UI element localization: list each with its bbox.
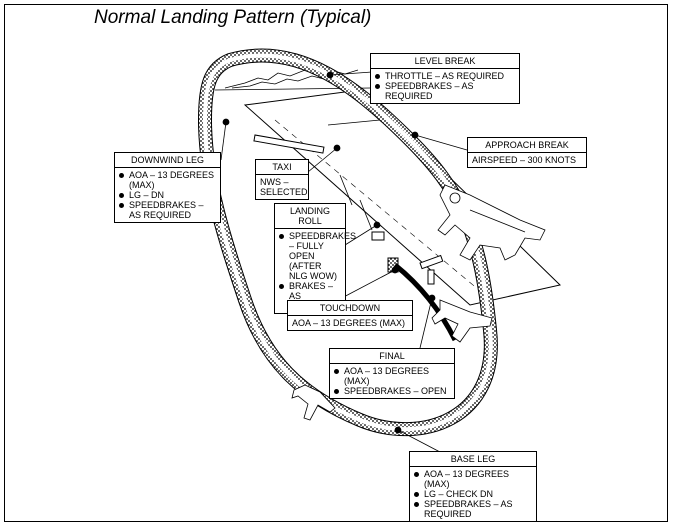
callout-item: LG – DN [119,190,217,200]
callout-header: APPROACH BREAK [468,138,586,153]
callout-header: LANDING ROLL [275,204,345,229]
leader-lines [220,71,468,453]
callout-header: FINAL [330,349,454,364]
base-leg-callout: BASE LEG AOA – 13 DEGREES (MAX) LG – CHE… [409,451,537,522]
callout-item: AOA – 13 DEGREES (MAX) [414,469,533,489]
callout-header: BASE LEG [410,452,536,467]
final-callout: FINAL AOA – 13 DEGREES (MAX) SPEEDBRAKES… [329,348,455,399]
aircraft-base [291,384,336,421]
callout-item: AIRSPEED – 300 KNOTS [472,155,577,165]
landing-roll-callout: LANDING ROLL SPEEDBRAKES – FULLY OPEN (A… [274,203,356,314]
callout-item: AOA – 13 DEGREES (MAX) [119,170,217,190]
callout-item: SPEEDBRAKES – AS REQUIRED [375,81,516,101]
callout-item: LG – CHECK DN [414,489,533,499]
callout-item: SPEEDBRAKES – FULLY OPEN (AFTER NLG WOW) [279,231,356,281]
callout-header: LEVEL BREAK [371,54,519,69]
aircraft-final [431,299,493,343]
aircraft-large [437,184,546,261]
callout-item: AOA – 13 DEGREES (MAX) [334,366,451,386]
callout-header: TAXI [256,160,308,175]
callout-item: NWS – SELECTED [260,177,308,197]
callout-item: SPEEDBRAKES – AS REQUIRED [119,200,217,220]
callout-header: DOWNWIND LEG [115,153,220,168]
level-break-callout: LEVEL BREAK THROTTLE – AS REQUIRED SPEED… [370,53,520,104]
approach-break-callout: APPROACH BREAK AIRSPEED – 300 KNOTS [467,137,587,168]
downwind-leg-callout: DOWNWIND LEG AOA – 13 DEGREES (MAX) LG –… [114,152,221,223]
callout-header: TOUCHDOWN [288,301,412,316]
callout-item: AOA – 13 DEGREES (MAX) [292,318,406,328]
callout-item: SPEEDBRAKES – OPEN [334,386,451,396]
touchdown-callout: TOUCHDOWN AOA – 13 DEGREES (MAX) [287,300,413,331]
taxi-callout: TAXI NWS – SELECTED [255,159,309,200]
callout-item: THROTTLE – AS REQUIRED [375,71,516,81]
diagram-frame [4,4,668,522]
diagram-title: Normal Landing Pattern (Typical) [94,7,372,28]
callout-item: SPEEDBRAKES – AS REQUIRED [414,499,533,519]
